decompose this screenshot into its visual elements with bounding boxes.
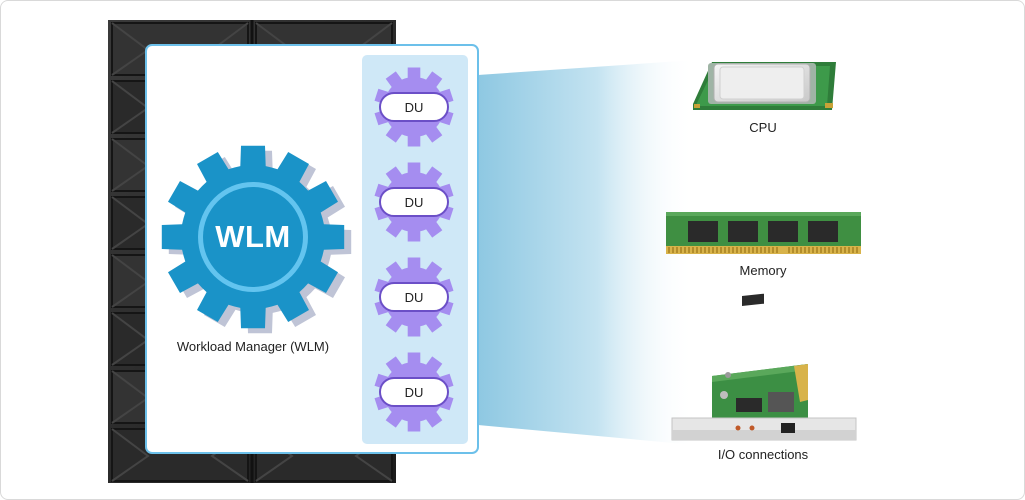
resource-beam bbox=[478, 60, 695, 445]
du-label-4: DU bbox=[404, 385, 424, 400]
du-label-3: DU bbox=[404, 290, 424, 305]
memory-icon bbox=[666, 212, 861, 254]
du-gear-icon-4 bbox=[374, 352, 454, 432]
wlm-caption: Workload Manager (WLM) bbox=[176, 339, 330, 354]
wlm-gear-text: WLM bbox=[215, 219, 291, 254]
du-gear-icon-1 bbox=[374, 67, 454, 147]
wlm-gear-icon bbox=[161, 145, 352, 334]
du-gear-icon-3 bbox=[374, 257, 454, 337]
io-connections-label: I/O connections bbox=[717, 447, 809, 462]
memory-label: Memory bbox=[739, 263, 787, 278]
du-column bbox=[362, 55, 468, 444]
io-card-icon bbox=[671, 293, 857, 441]
du-gear-icon-2 bbox=[374, 162, 454, 242]
cpu-label: CPU bbox=[749, 120, 777, 135]
cpu-icon bbox=[693, 62, 836, 110]
du-label-2: DU bbox=[404, 195, 424, 210]
du-label-1: DU bbox=[404, 100, 424, 115]
